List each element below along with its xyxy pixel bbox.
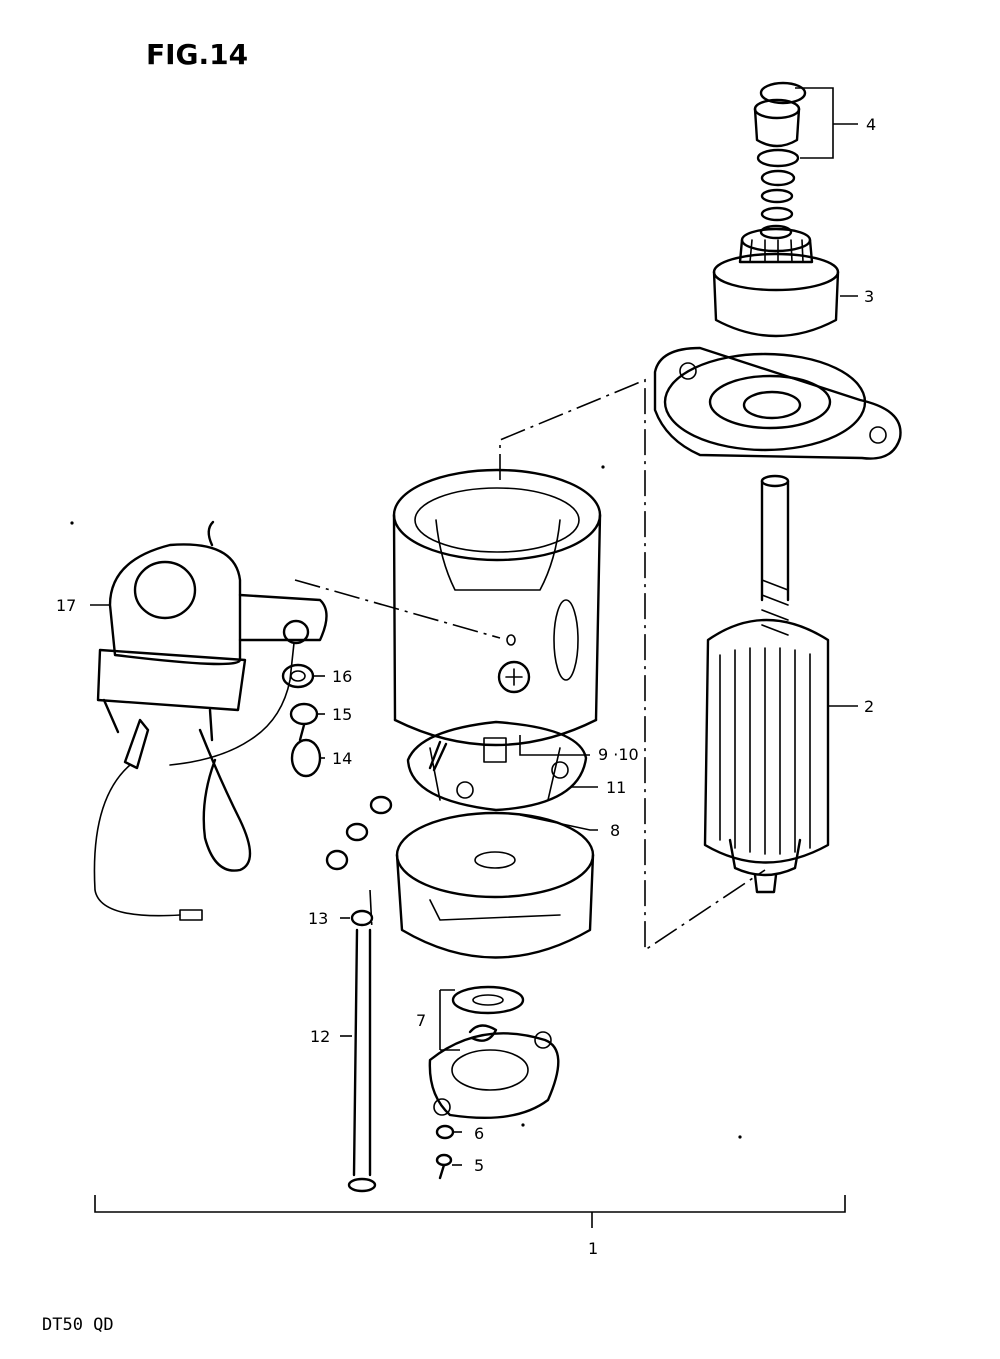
callout-4: 4 xyxy=(866,115,876,134)
part-15-washer xyxy=(289,702,319,726)
terminal-nut-washers xyxy=(325,795,393,871)
part-17-magnetic-switch xyxy=(93,520,328,921)
callout-12: 12 xyxy=(310,1027,330,1046)
scan-specks xyxy=(70,465,742,1139)
part-12-through-bolt xyxy=(347,928,377,1193)
part-14-lead-terminal xyxy=(290,723,322,778)
part-7-washer-set xyxy=(451,985,525,1042)
part-16-washer xyxy=(281,663,315,689)
callout-8: 8 xyxy=(610,821,620,840)
yoke-field-frame xyxy=(392,468,602,747)
part-6-washer xyxy=(435,1124,455,1140)
part-8-brush-holder xyxy=(406,720,588,812)
rear-end-cap xyxy=(428,1031,560,1120)
callout-11: 11 xyxy=(606,778,626,797)
figure-title: FIG.14 xyxy=(146,38,248,71)
callout-14: 14 xyxy=(332,749,352,768)
part-2-armature xyxy=(703,474,830,894)
callout-15: 15 xyxy=(332,705,352,724)
callout-2: 2 xyxy=(864,697,874,716)
callouts: 1 2 3 4 5 6 7 8 9 ·10 11 12 13 14 15 16 … xyxy=(56,115,876,1258)
callout-3: 3 xyxy=(864,287,874,306)
callout-16: 16 xyxy=(332,667,352,686)
lead-wire-ring xyxy=(169,619,310,766)
part-3-pinion-drive xyxy=(712,227,840,338)
callout-1: 1 xyxy=(588,1239,598,1258)
rear-housing xyxy=(395,811,595,959)
leader-lines xyxy=(90,87,858,1228)
part-4-pinion-stop-set xyxy=(753,81,807,240)
callout-6: 6 xyxy=(474,1124,484,1143)
front-bracket xyxy=(653,346,902,460)
callout-9-10: 9 ·10 xyxy=(598,745,639,764)
callout-5: 5 xyxy=(474,1156,484,1175)
callout-17: 17 xyxy=(56,596,76,615)
callout-7: 7 xyxy=(416,1011,426,1030)
part-5-screw xyxy=(435,1153,453,1180)
assembly-lines xyxy=(294,378,766,952)
model-label: DT50 QD xyxy=(42,1315,114,1335)
part-13-washer xyxy=(350,909,374,927)
callout-13: 13 xyxy=(308,909,328,928)
